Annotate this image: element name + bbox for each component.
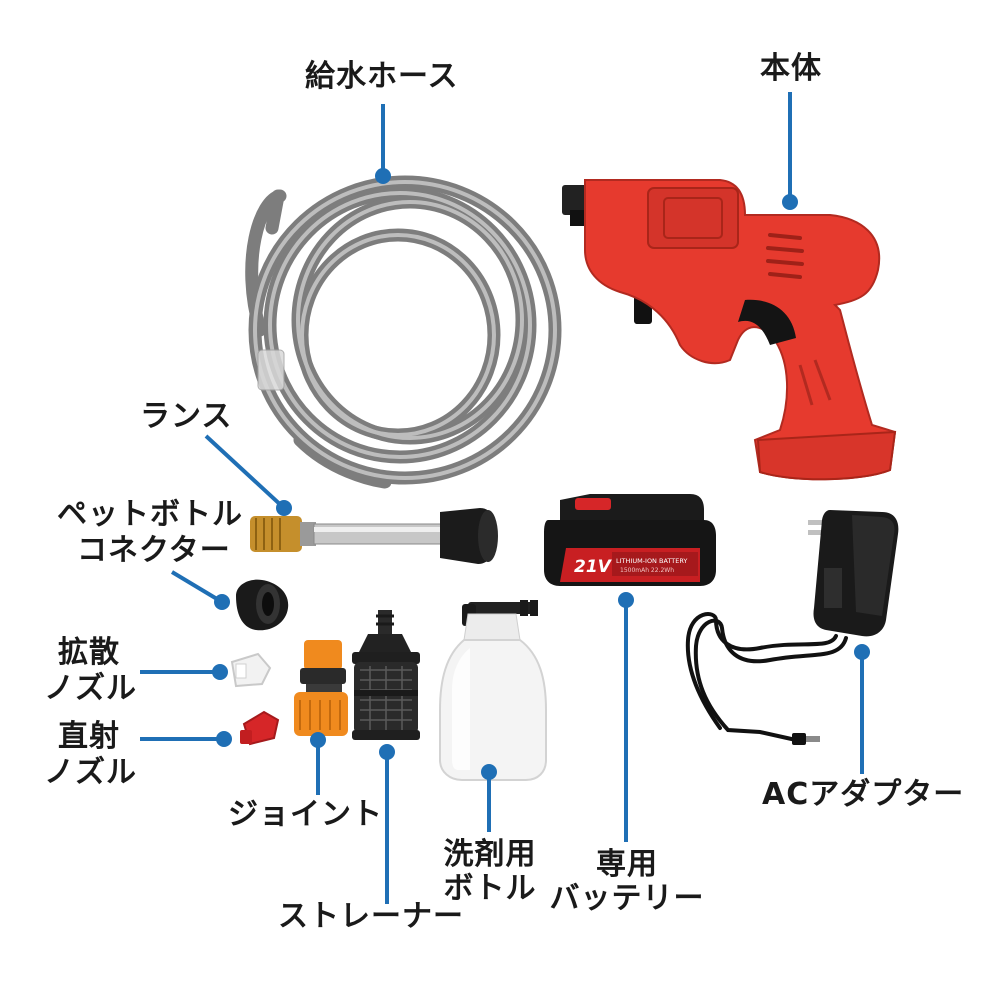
detergent-bottle bbox=[439, 600, 547, 781]
battery-type-print: LITHIUM-ION BATTERY bbox=[616, 557, 687, 565]
label-battery-line2: バッテリー bbox=[549, 881, 705, 916]
label-body: 本体 bbox=[760, 51, 822, 86]
battery-voltage-print: 21V bbox=[574, 557, 613, 577]
label-ac-adapter: ACアダプター bbox=[762, 777, 965, 812]
straight-nozzle bbox=[240, 710, 280, 746]
label-detergent-bottle-line1: 洗剤用 bbox=[443, 837, 537, 872]
label-water-hose: 給水ホース bbox=[305, 59, 459, 94]
strainer bbox=[352, 610, 420, 740]
label-straight-nozzle-line1: 直射 bbox=[58, 719, 120, 754]
label-detergent-bottle-line2: ボトル bbox=[443, 871, 537, 906]
label-straight-nozzle-line2: ノズル bbox=[44, 755, 137, 790]
diffuse-nozzle bbox=[230, 652, 272, 688]
joint bbox=[294, 640, 348, 736]
washer-body bbox=[562, 179, 897, 481]
label-joint: ジョイント bbox=[228, 797, 383, 832]
label-strainer: ストレーナー bbox=[278, 899, 464, 934]
callout-lines bbox=[140, 92, 870, 904]
label-pet-connector-line2: コネクター bbox=[77, 533, 231, 568]
battery-spec-print: 1500mAh 22.2Wh bbox=[620, 567, 674, 574]
water-hose bbox=[245, 175, 562, 489]
pet-bottle-connector bbox=[236, 579, 289, 631]
ac-adapter bbox=[685, 510, 899, 745]
label-battery-line1: 専用 bbox=[596, 847, 658, 882]
label-diffuse-nozzle-line1: 拡散 bbox=[58, 635, 120, 670]
lance bbox=[250, 508, 498, 564]
battery bbox=[544, 494, 716, 586]
label-pet-connector-line1: ペットボトル bbox=[57, 497, 243, 532]
label-diffuse-nozzle-line2: ノズル bbox=[44, 671, 137, 706]
label-lance: ランス bbox=[140, 399, 233, 434]
